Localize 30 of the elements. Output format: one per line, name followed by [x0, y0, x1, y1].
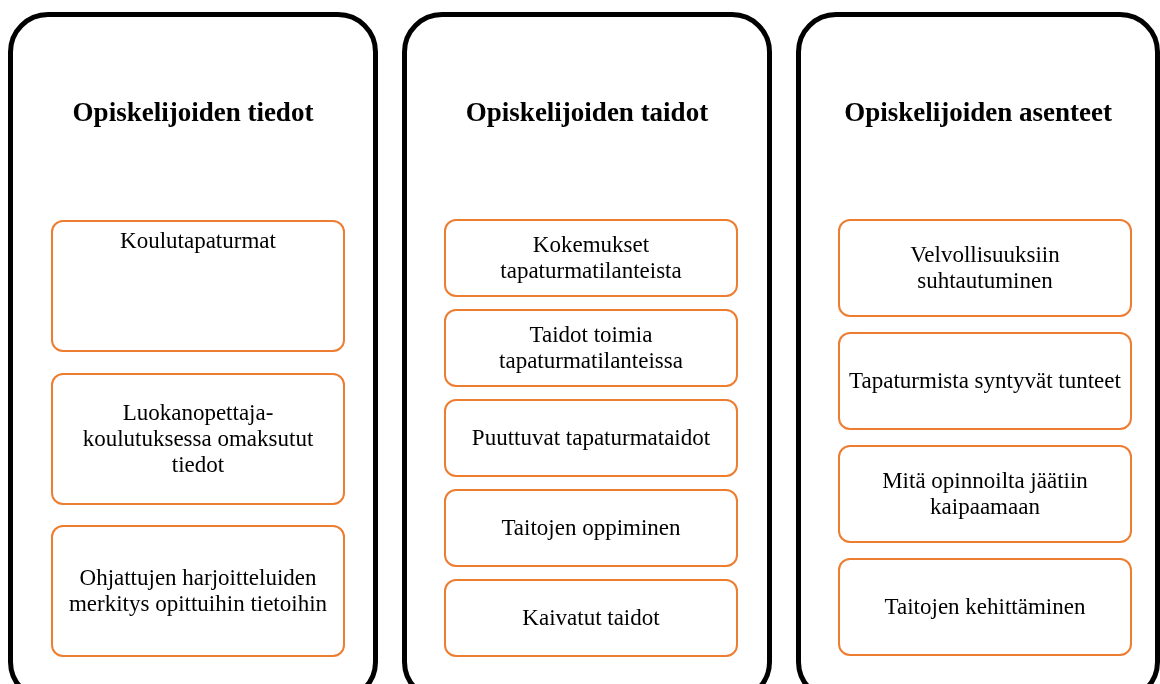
subcategory-box: [838, 219, 1132, 317]
box-text: Tapaturmista syntyvät tunteet: [849, 368, 1121, 394]
panel-heading: Opiskelijoiden asenteet: [843, 97, 1113, 128]
box-text: Taitojen oppiminen: [501, 515, 681, 541]
category-panel: [796, 12, 1160, 684]
subcategory-box: [444, 489, 738, 567]
box-text: Kokemukset tapaturmatilanteista: [499, 232, 683, 284]
box-text: Mitä opinnoilta jäätiin kaipaamaan: [881, 468, 1089, 520]
box-text: Velvollisuuksiin suhtautuminen: [909, 242, 1061, 294]
subcategory-box: [444, 579, 738, 657]
box-text: Kaivatut taidot: [522, 605, 660, 631]
box-text: Koulutapaturmat: [120, 228, 276, 254]
subcategory-box: [838, 445, 1132, 543]
subcategory-box: [51, 220, 345, 352]
box-text: Puuttuvat tapaturmataidot: [471, 425, 711, 451]
box-text: Luokanopettaja-koulutuksessa omaksutut tiedot: [81, 400, 315, 478]
box-text: Ohjattujen harjoitteluiden merkitys opittuihin tietoihin: [67, 565, 329, 617]
subcategory-box: [51, 525, 345, 657]
box-text: Taitojen kehittäminen: [884, 594, 1086, 620]
subcategory-box: [51, 373, 345, 505]
category-panel: [8, 12, 378, 684]
panel-heading: Opiskelijoiden taidot: [464, 97, 710, 128]
subcategory-box: [444, 219, 738, 297]
category-panel: [402, 12, 772, 684]
subcategory-box: [444, 399, 738, 477]
box-text: Taidot toimia tapaturmatilanteissa: [498, 322, 684, 374]
subcategory-box: [838, 332, 1132, 430]
panel-heading: Opiskelijoiden tiedot: [71, 97, 315, 128]
subcategory-box: [444, 309, 738, 387]
subcategory-box: [838, 558, 1132, 656]
